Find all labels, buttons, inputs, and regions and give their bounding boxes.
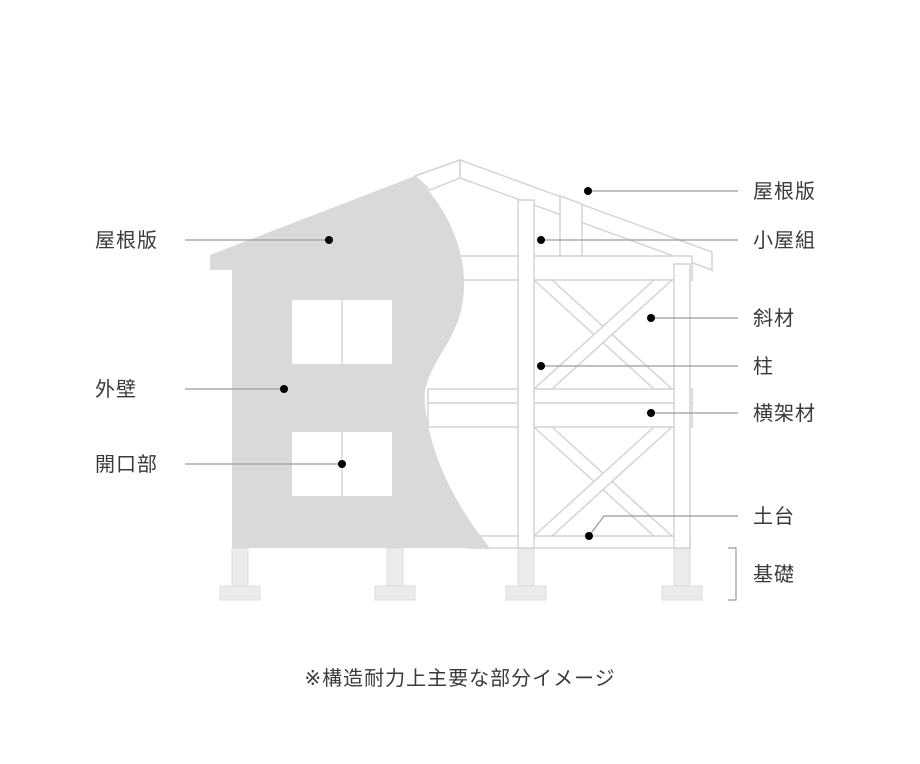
timber-frame xyxy=(413,158,713,549)
label-roof-panel-left: 屋根版 xyxy=(95,228,158,252)
label-brace: 斜材 xyxy=(753,306,795,330)
footings xyxy=(219,547,703,601)
diagram-caption: ※構造耐力上主要な部分イメージ xyxy=(304,666,616,690)
label-roof-panel-right: 屋根版 xyxy=(753,179,816,203)
label-sill: 土台 xyxy=(753,504,795,528)
label-exterior-wall: 外壁 xyxy=(95,377,137,401)
leader-lines xyxy=(185,190,738,601)
label-foundation: 基礎 xyxy=(753,562,795,586)
label-roof-truss: 小屋組 xyxy=(753,228,816,252)
label-beam: 横架材 xyxy=(753,401,816,425)
leader-dots xyxy=(280,187,655,540)
label-column: 柱 xyxy=(753,354,774,378)
label-opening: 開口部 xyxy=(95,452,158,476)
